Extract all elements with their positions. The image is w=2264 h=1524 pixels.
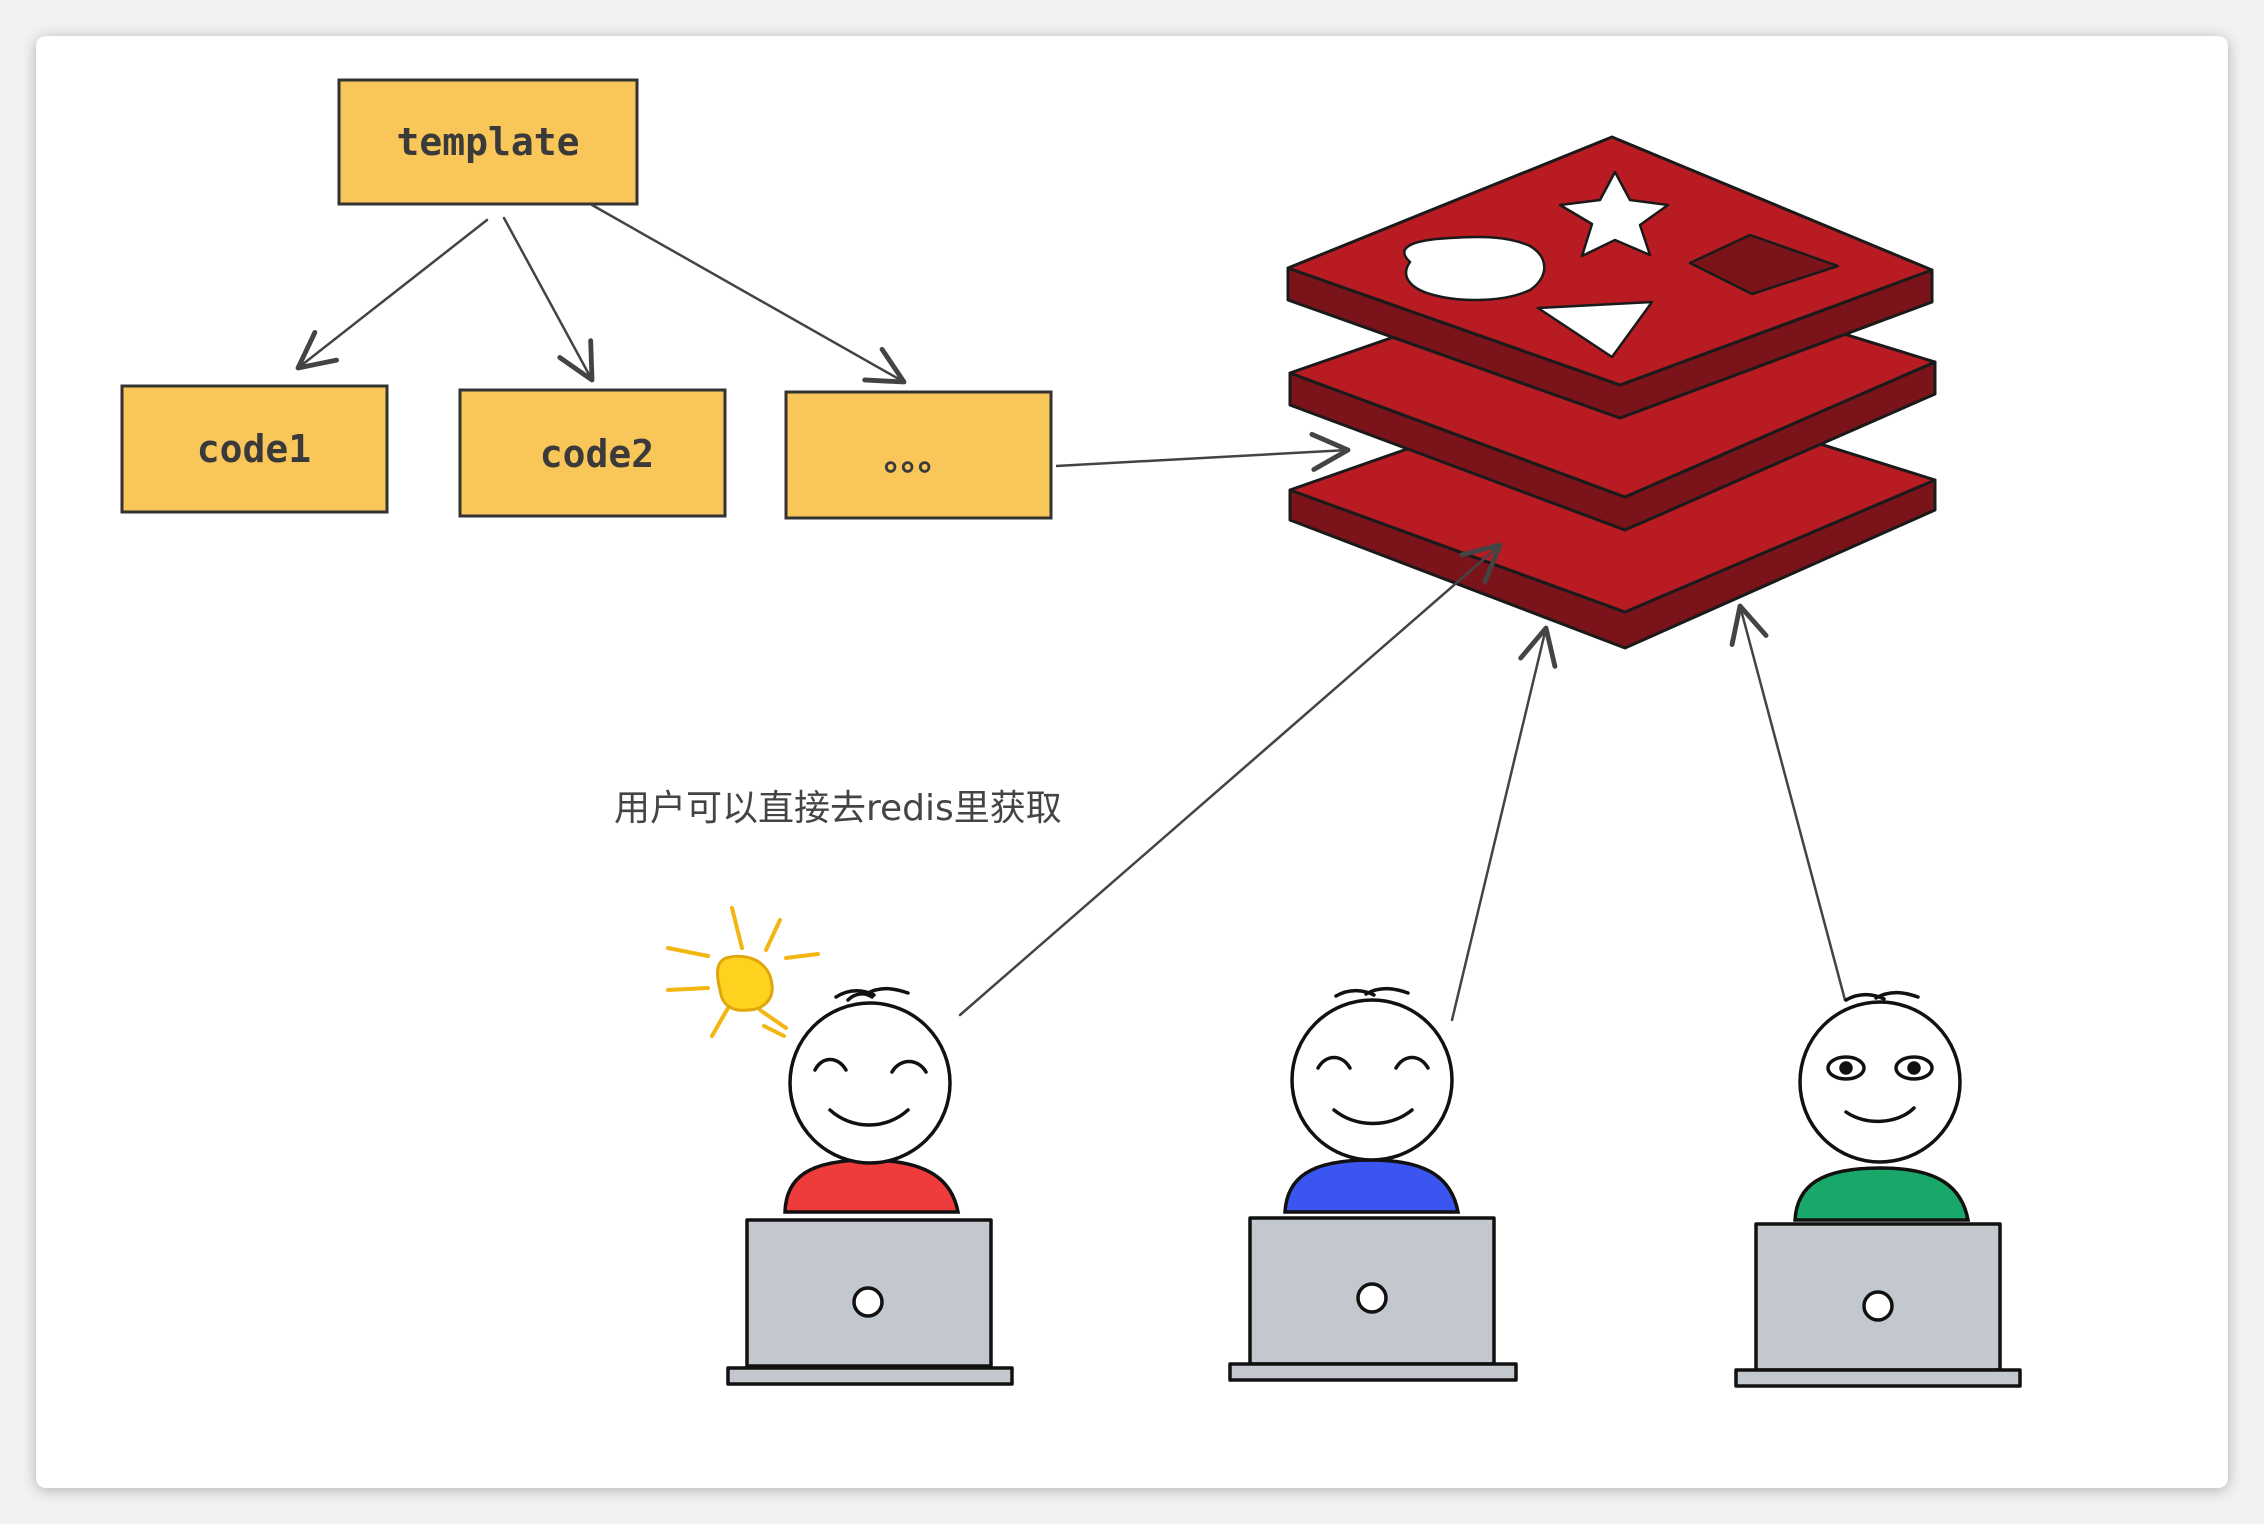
arrow-user2-to-redis	[1450, 625, 1558, 1022]
laptop-icon	[1734, 1222, 2022, 1388]
user-blue	[1228, 986, 1518, 1382]
user-icon	[1793, 990, 1971, 1222]
lightbulb-icon	[666, 906, 820, 1038]
ellipsis-label: 。。。	[884, 439, 952, 479]
user-icon	[1283, 986, 1461, 1214]
user-icon	[783, 986, 961, 1214]
template-box: template	[337, 78, 639, 206]
arrow-user1-to-redis	[958, 542, 1503, 1017]
code2-label: code2	[540, 432, 654, 476]
template-arrows	[295, 203, 907, 385]
arrow-template-to-code1	[295, 218, 489, 371]
arrow-template-to-code2	[502, 216, 595, 383]
redis-caption: 用户可以直接去redis里获取	[614, 788, 1062, 829]
code2-box: code2	[458, 388, 727, 518]
redis-logo-icon	[1286, 135, 1937, 650]
arrow-template-to-ellipsis	[590, 203, 907, 385]
laptop-icon	[726, 1218, 1014, 1386]
arrow-user3-to-redis	[1729, 603, 1847, 1002]
arrow-code-to-redis	[1055, 431, 1351, 472]
user-red	[726, 986, 1014, 1386]
template-label: template	[396, 120, 579, 164]
code1-label: code1	[197, 427, 311, 471]
code1-box: code1	[120, 384, 389, 514]
user-arrows	[958, 542, 1847, 1022]
laptop-icon	[1228, 1216, 1518, 1382]
ellipsis-box: 。。。	[784, 390, 1053, 520]
user-green	[1734, 990, 2022, 1388]
